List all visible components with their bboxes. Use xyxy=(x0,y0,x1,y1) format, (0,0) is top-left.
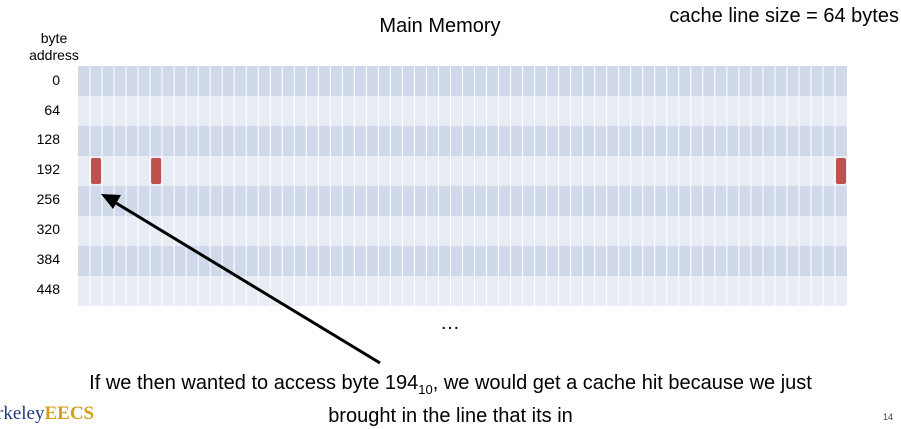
arrow-shaft xyxy=(115,201,381,365)
caption: If we then wanted to access byte 19410, … xyxy=(0,370,901,429)
row-address-0: 0 xyxy=(52,72,60,88)
row-address-448: 448 xyxy=(36,281,60,297)
row-address-256: 256 xyxy=(36,191,60,207)
column-header-address: address xyxy=(29,47,79,63)
page-number: 14 xyxy=(882,412,893,422)
row-address-64: 64 xyxy=(44,102,60,118)
highlighted-byte-63 xyxy=(835,158,846,184)
caption-text-before: If we then wanted to access byte 194 xyxy=(89,372,419,394)
highlighted-byte-6 xyxy=(151,158,162,184)
memory-row-192 xyxy=(78,156,847,186)
caption-text-after: , we would get a cache hit because we ju… xyxy=(432,372,812,394)
memory-row-320 xyxy=(78,216,847,246)
highlighted-byte-1 xyxy=(91,158,102,184)
berkeley-eecs-logo: rkeleyEECS xyxy=(0,403,94,425)
caption-subscript: 10 xyxy=(418,382,433,397)
row-address-192: 192 xyxy=(36,161,60,177)
memory-row-128 xyxy=(78,126,847,156)
column-header-byte: byte xyxy=(40,30,68,46)
cache-line-size-label: cache line size = 64 bytes xyxy=(669,5,899,27)
arrow-head xyxy=(101,194,121,209)
caption-line-1: If we then wanted to access byte 19410, … xyxy=(0,370,901,403)
page-title: Main Memory xyxy=(379,15,501,37)
memory-row-448 xyxy=(78,276,847,306)
memory-row-64 xyxy=(78,96,847,126)
memory-row-256 xyxy=(78,186,847,216)
memory-rows xyxy=(78,66,847,306)
logo-prefix: rkeley xyxy=(0,403,45,424)
memory-row-384 xyxy=(78,246,847,276)
continuation-ellipsis: … xyxy=(440,312,460,334)
memory-row-0 xyxy=(78,66,847,96)
row-address-384: 384 xyxy=(36,251,60,267)
highlighted-bytes xyxy=(91,158,846,184)
logo-accent: EECS xyxy=(44,403,95,424)
row-address-320: 320 xyxy=(36,221,60,237)
pointer-arrow xyxy=(101,194,381,365)
caption-line-2: brought in the line that its in xyxy=(328,405,573,427)
row-address-128: 128 xyxy=(36,131,60,147)
